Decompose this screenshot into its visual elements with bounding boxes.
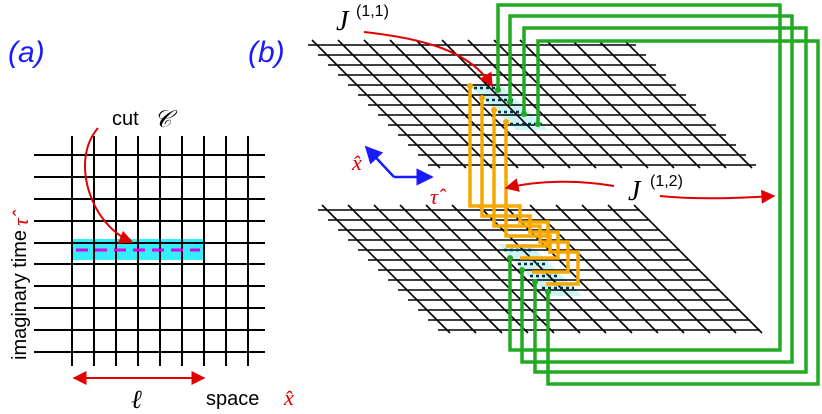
panel-a-tag: (a) <box>8 36 45 69</box>
green-loops <box>496 3 820 386</box>
j12-arrow-left <box>504 178 615 192</box>
x-axis-label: space <box>206 388 259 410</box>
j12-arrow-right <box>659 189 776 204</box>
cut-label: cut <box>112 108 139 130</box>
orange-paths <box>468 86 580 286</box>
lower-sheet-grid <box>318 204 763 334</box>
y-axis-symbol: τ̂ <box>8 209 33 226</box>
cut-arrow <box>84 127 134 244</box>
j11-arrow <box>363 31 493 88</box>
x-hat-symbol: x̂ <box>351 150 362 175</box>
x-hat-axis-arrow <box>364 145 395 178</box>
y-axis-label: imaginary time <box>9 230 31 360</box>
cut-symbol: 𝒞 <box>154 107 178 133</box>
orange-dots <box>467 83 509 125</box>
upper-sheet-grid <box>308 39 756 169</box>
j12-label: J <box>628 176 642 207</box>
length-symbol: ℓ <box>131 385 142 414</box>
j11-label: J <box>336 6 350 37</box>
panel-a: (a) cut 𝒞 imaginary time τ̂ ℓ <box>8 36 294 414</box>
j12-superscript: (1,2) <box>650 173 683 190</box>
panel-b-tag: (b) <box>248 36 285 69</box>
x-axis-symbol: x̂ <box>283 385 294 410</box>
y-axis-label-group: imaginary time τ̂ <box>8 209 33 360</box>
tau-hat-symbol: τ̂ <box>430 184 447 209</box>
green-dots <box>495 87 551 295</box>
j11-superscript: (1,1) <box>356 3 389 20</box>
panel-b: (b) <box>248 3 820 386</box>
